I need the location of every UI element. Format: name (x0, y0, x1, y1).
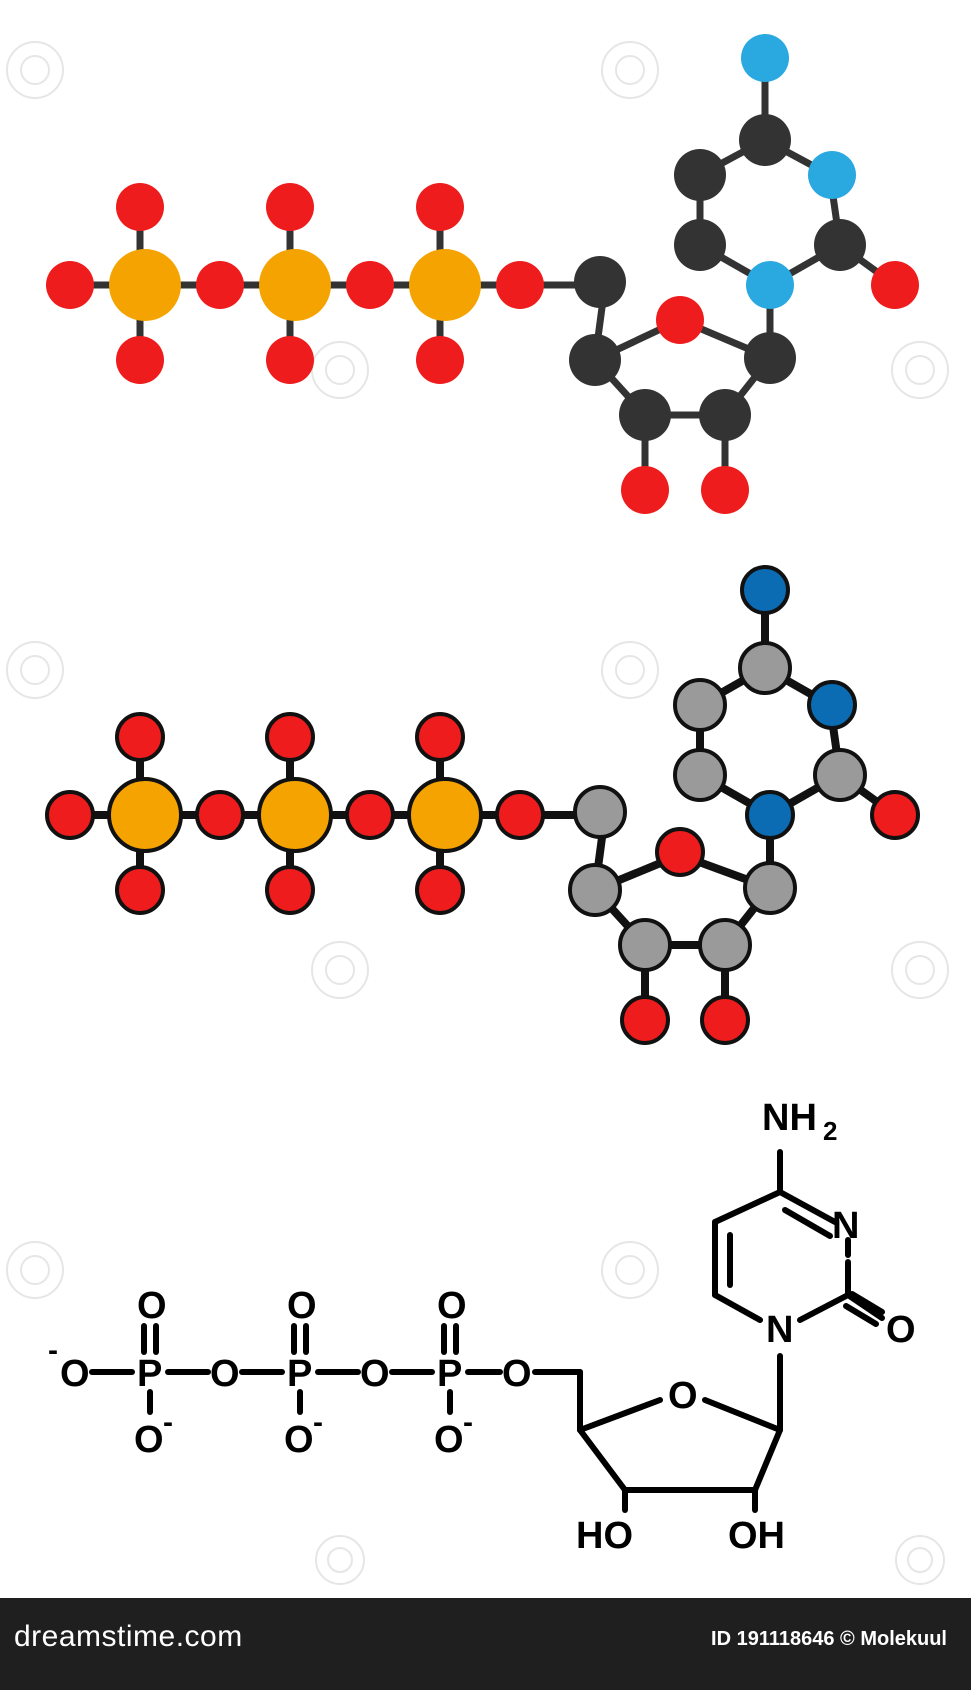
skeletal-formula: NH 2 N N O O - O P O P O P O O O O O - O… (48, 1097, 916, 1557)
carbon-atom (674, 149, 726, 201)
bridge-oxygen-3: O (502, 1353, 532, 1395)
bottom-charge-1: - (163, 1406, 173, 1439)
carbon-atom (743, 861, 797, 915)
oxygen-atom (265, 712, 315, 762)
oxygen-atom (870, 790, 920, 840)
phosphorus-1: P (137, 1353, 162, 1395)
oxygen-atom (621, 466, 669, 514)
watermark-pattern (6, 41, 949, 1585)
hydroxyl-right: OH (728, 1515, 785, 1557)
oxygen-atom (415, 865, 465, 915)
image-credit: ID 191118646 © Molekuul (711, 1628, 947, 1650)
molecule-illustration: NH 2 N N O O - O P O P O P O O O O O - O… (6, 34, 949, 1585)
oxygen-atom (656, 296, 704, 344)
phosphorus-3: P (437, 1353, 462, 1395)
carbon-atom (674, 219, 726, 271)
footer-bar: dreamstime.com ID 191118646 © Molekuul (0, 1598, 971, 1690)
carbon-atom (574, 256, 626, 308)
phosphorus-2: P (287, 1353, 312, 1395)
oxygen-atom (115, 712, 165, 762)
atoms-middle-model (45, 565, 920, 1045)
carbon-atom (813, 748, 867, 802)
oxygen-atom (620, 995, 670, 1045)
carbon-atom (673, 678, 727, 732)
bridge-oxygen-2: O (360, 1353, 390, 1395)
oxygen-atom (45, 790, 95, 840)
oxygen-atom (116, 336, 164, 384)
phosphorus-atom (257, 777, 333, 853)
site-logo[interactable]: dreamstime.com (14, 1620, 243, 1653)
carbonyl-oxygen: O (886, 1309, 916, 1351)
oxygen-atom (700, 995, 750, 1045)
bottom-charge-2: - (313, 1406, 323, 1439)
carbon-atom (739, 114, 791, 166)
oxygen-atom (496, 261, 544, 309)
nitrogen-atom (746, 261, 794, 309)
top-oxygen-3: O (437, 1285, 467, 1327)
oxygen-atom (415, 712, 465, 762)
oxygen-atom (416, 183, 464, 231)
amine-label: NH (762, 1097, 817, 1139)
oxygen-atom (266, 183, 314, 231)
nitrogen-atom (808, 151, 856, 199)
carbon-atom (699, 389, 751, 441)
top-oxygen-2: O (287, 1285, 317, 1327)
oxygen-atom (115, 865, 165, 915)
carbon-atom (573, 785, 627, 839)
skeletal-labels: NH 2 N N O O - O P O P O P O O O O O - O… (48, 1097, 916, 1557)
phosphorus-atom (407, 777, 483, 853)
carbon-atom (698, 918, 752, 972)
atoms-top-model (46, 34, 919, 514)
amine-subscript: 2 (823, 1116, 837, 1146)
skeletal-bonds (89, 1149, 885, 1513)
phosphorus-atom (259, 249, 331, 321)
oxygen-atom (116, 183, 164, 231)
carbon-atom (618, 918, 672, 972)
nitrogen-atom (740, 565, 790, 615)
ring-nitrogen-3: N (832, 1205, 859, 1247)
oxygen-atom (195, 790, 245, 840)
carbon-atom (569, 334, 621, 386)
ring-nitrogen-1: N (766, 1309, 793, 1351)
carbon-atom (814, 219, 866, 271)
ribose-ring-oxygen: O (668, 1375, 698, 1417)
oxygen-atom (265, 865, 315, 915)
oxygen-atom (196, 261, 244, 309)
phosphorus-atom (409, 249, 481, 321)
carbon-atom (744, 332, 796, 384)
bridge-oxygen-1: O (210, 1353, 240, 1395)
oxygen-atom (346, 261, 394, 309)
outlined-ball-and-stick-model (45, 565, 920, 1045)
top-oxygen-1: O (137, 1285, 167, 1327)
terminal-charge: - (48, 1334, 58, 1367)
oxygen-atom (495, 790, 545, 840)
nitrogen-atom (745, 790, 795, 840)
nitrogen-atom (807, 680, 857, 730)
bottom-oxygen-3: O (434, 1419, 464, 1461)
oxygen-atom (416, 336, 464, 384)
hydroxyl-left: HO (576, 1515, 633, 1557)
ball-and-stick-model (46, 34, 919, 514)
bottom-oxygen-1: O (134, 1419, 164, 1461)
phosphorus-atom (109, 249, 181, 321)
carbon-atom (619, 389, 671, 441)
oxygen-atom (345, 790, 395, 840)
carbon-atom (738, 641, 792, 695)
phosphorus-atom (107, 777, 183, 853)
bottom-oxygen-2: O (284, 1419, 314, 1461)
bottom-charge-3: - (463, 1406, 473, 1439)
terminal-oxygen: O (60, 1353, 90, 1395)
carbon-atom (673, 748, 727, 802)
oxygen-atom (46, 261, 94, 309)
carbon-atom (568, 863, 622, 917)
nitrogen-atom (741, 34, 789, 82)
oxygen-atom (871, 261, 919, 309)
oxygen-atom (266, 336, 314, 384)
oxygen-atom (701, 466, 749, 514)
oxygen-atom (655, 827, 705, 877)
